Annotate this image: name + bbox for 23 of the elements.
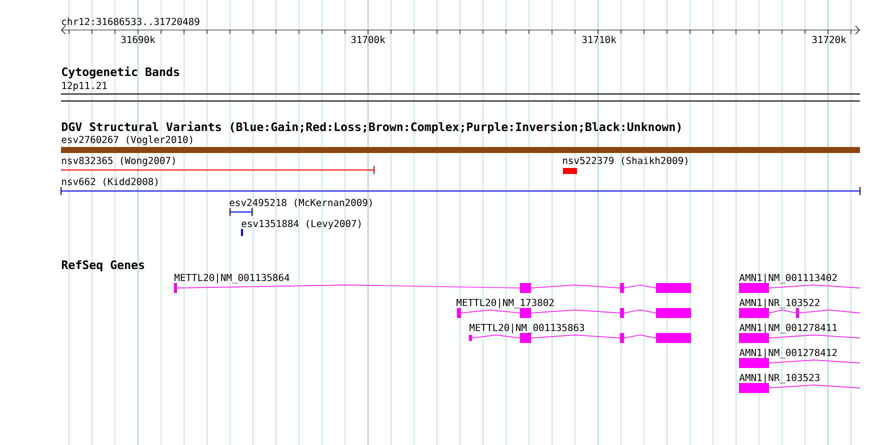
track-title: RefSeq Genes	[62, 260, 144, 272]
tick-label: 31690k	[121, 36, 156, 44]
track-label: AMN1|NR_103523	[739, 374, 820, 384]
track-label: AMN1|NM_001278412	[739, 348, 837, 358]
track-label: esv2760267 (Vogler2010)	[62, 136, 192, 146]
track-label: nsv522379 (Shaikh2009)	[563, 156, 688, 166]
tick-label: 31700k	[351, 36, 386, 44]
track-label: AMN1|NM_001113402	[739, 274, 837, 284]
track-label: AMN1|NM_001278411	[739, 324, 837, 334]
track-label: METTL20|NM_001135864	[174, 274, 290, 284]
track-label: nsv832365 (Wong2007)	[62, 156, 175, 166]
tick-label: 31720k	[812, 36, 846, 44]
track-label: AMN1|NR_103522	[739, 298, 820, 308]
tick-label: 31710k	[582, 36, 616, 44]
track-label: chr12:31686533..31720489	[62, 18, 200, 26]
track-label: 12p11.21	[62, 82, 107, 91]
track-label: esv1351884 (Levy2007)	[242, 220, 361, 229]
track-label: METTL20|NM_173802	[456, 298, 554, 308]
track-title: Cytogenetic Bands	[62, 66, 179, 78]
track-label: METTL20|NM_001135863	[470, 324, 584, 334]
track-title: DGV Structural Variants (Blue:Gain;Red:Loss;Brown:Complex;Purple:Inversion;Black:Unknown)	[62, 122, 681, 134]
track-label: nsv662 (Kidd2008)	[62, 178, 158, 186]
track-label: esv2495218 (McKernan2009)	[230, 198, 372, 208]
